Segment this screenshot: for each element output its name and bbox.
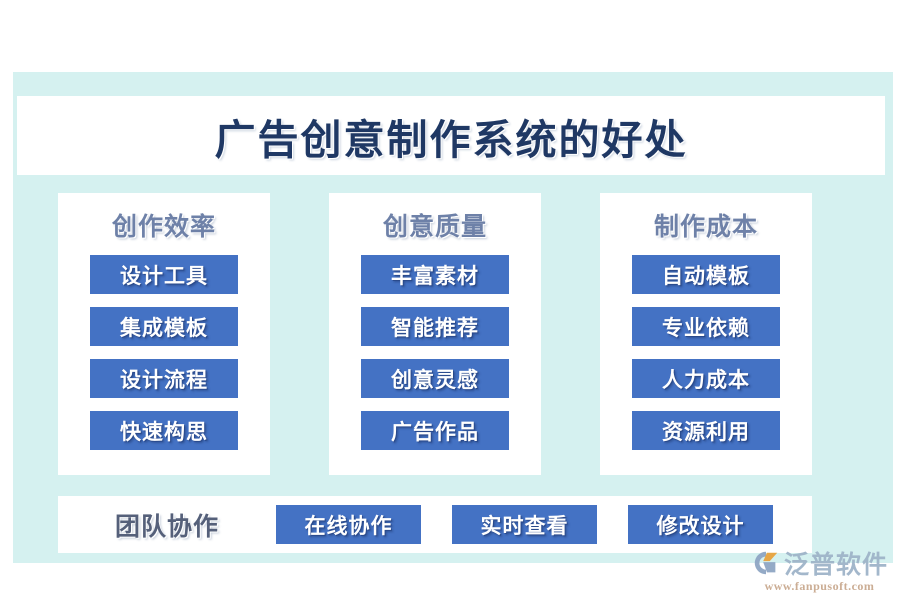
- bottom-bar: 团队协作 在线协作 实时查看 修改设计: [58, 496, 812, 553]
- bottom-chips-container: 在线协作 实时查看 修改设计: [276, 505, 812, 544]
- watermark: 泛普软件 www.fanpusoft.com: [751, 545, 888, 594]
- chip-1-3[interactable]: 设计流程: [90, 359, 238, 398]
- chip-3-2[interactable]: 专业依赖: [632, 307, 780, 346]
- chip-1-2[interactable]: 集成模板: [90, 307, 238, 346]
- column-title-2: 创意质量: [382, 214, 487, 241]
- page-title: 广告创意制作系统的好处: [214, 116, 688, 163]
- column-card-3: 制作成本 自动模板 专业依赖 人力成本 资源利用: [600, 193, 812, 475]
- chip-3-3[interactable]: 人力成本: [632, 359, 780, 398]
- column-card-1: 创作效率 设计工具 集成模板 设计流程 快速构思: [58, 193, 270, 475]
- chip-2-3[interactable]: 创意灵感: [361, 359, 509, 398]
- chip-1-1[interactable]: 设计工具: [90, 255, 238, 294]
- fanpu-logo-icon: [754, 551, 778, 575]
- title-bar: 广告创意制作系统的好处: [17, 96, 885, 175]
- watermark-brand: 泛普软件: [783, 551, 888, 579]
- column-card-2: 创意质量 丰富素材 智能推荐 创意灵感 广告作品: [329, 193, 541, 475]
- chip-3-4[interactable]: 资源利用: [632, 411, 780, 450]
- watermark-url: www.fanpusoft.com: [764, 579, 875, 593]
- bottom-bar-label: 团队协作: [114, 513, 219, 541]
- chip-2-2[interactable]: 智能推荐: [361, 307, 509, 346]
- chip-2-1[interactable]: 丰富素材: [361, 255, 509, 294]
- column-title-1: 创作效率: [111, 214, 216, 241]
- bottom-chip-3[interactable]: 修改设计: [628, 505, 773, 544]
- watermark-row: 泛普软件: [751, 545, 888, 581]
- bottom-chip-2[interactable]: 实时查看: [452, 505, 597, 544]
- chip-1-4[interactable]: 快速构思: [90, 411, 238, 450]
- chip-3-1[interactable]: 自动模板: [632, 255, 780, 294]
- columns-container: 创作效率 设计工具 集成模板 设计流程 快速构思 创意质量 丰富素材 智能推荐 …: [58, 193, 812, 475]
- column-title-3: 制作成本: [653, 214, 758, 241]
- chip-2-4[interactable]: 广告作品: [361, 411, 509, 450]
- bottom-chip-1[interactable]: 在线协作: [276, 505, 421, 544]
